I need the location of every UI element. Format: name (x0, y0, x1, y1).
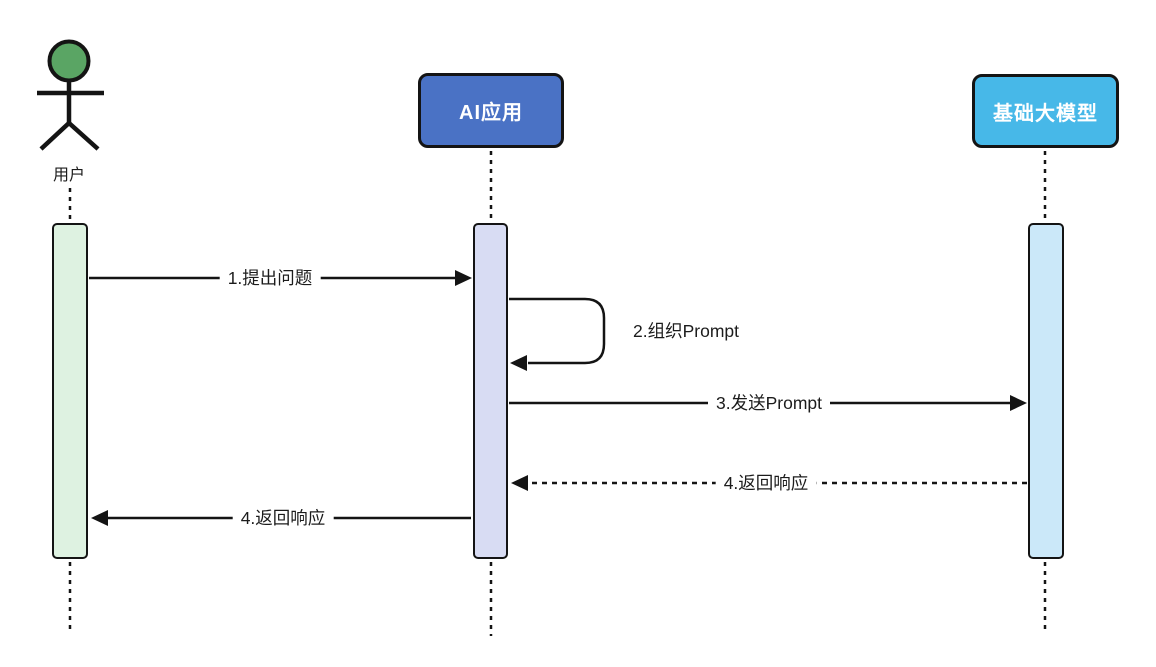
participant-label-ai-app: AI应用 (459, 102, 523, 124)
message-label-1: 1.提出问题 (219, 266, 321, 290)
message-label-4: 4.返回响应 (715, 471, 817, 495)
activation-bar-user (52, 223, 88, 559)
arrowhead-right-icon (1010, 395, 1027, 411)
arrowhead-left-icon (91, 510, 108, 526)
user-label: 用户 (52, 167, 85, 184)
message-label-2: 2.组织Prompt (633, 319, 739, 343)
arrowhead-left-icon (511, 475, 528, 491)
activation-bar-llm (1028, 223, 1064, 559)
user-actor-icon (37, 39, 104, 151)
participant-box-llm: 基础大模型 (972, 74, 1119, 148)
message-arrow-2-self (509, 297, 606, 371)
arrowhead-left-icon (510, 355, 527, 371)
activation-bar-ai-app (473, 223, 508, 559)
arrowhead-right-icon (455, 270, 472, 286)
participant-label-llm: 基础大模型 (993, 102, 1098, 125)
message-label-5: 4.返回响应 (232, 506, 334, 530)
participant-box-ai-app: AI应用 (418, 73, 564, 148)
message-label-3: 3.发送Prompt (708, 391, 830, 415)
